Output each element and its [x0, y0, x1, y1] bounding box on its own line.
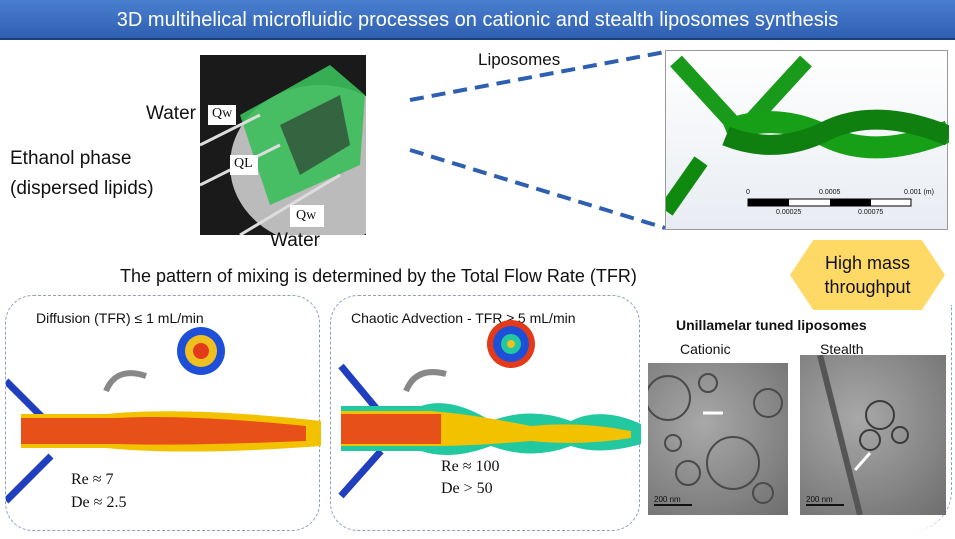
scale-tick-mid: 0.0005 — [819, 189, 841, 196]
liposomes-heading: Unillamelar tuned liposomes — [676, 317, 867, 333]
label-water-bottom: Water — [270, 230, 320, 251]
label-qw-top: Qw — [212, 106, 233, 121]
mixing-subtitle: The pattern of mixing is determined by t… — [120, 266, 637, 286]
label-cationic: Cationic — [680, 341, 731, 357]
zoom-dashed-lines — [409, 50, 666, 230]
helical-channel-cad: 0 0.0005 0.001 (m) 0.00025 0.00075 — [659, 50, 954, 230]
scale-tick-q1: 0.00025 — [776, 209, 802, 216]
cationic-tem-image: 200 nm — [648, 363, 788, 515]
badge-line1: High mass — [824, 253, 911, 273]
scale-tick-0: 0 — [746, 189, 750, 196]
cationic-scale-bar: 200 nm — [654, 495, 692, 506]
device-photo: Qw QL Qw — [200, 55, 366, 235]
badge-line2: throughput — [824, 277, 911, 297]
diffusion-panel: Diffusion (TFR) ≤ 1 mL/min Re ≈ 7 De ≈ 2… — [5, 295, 321, 531]
diffusion-de: De ≈ 2.5 — [71, 494, 127, 511]
label-qw-bottom: Qw — [296, 208, 317, 223]
label-water-top: Water — [146, 103, 196, 124]
chaotic-panel: Chaotic Advection - TFR ≥ 5 mL/min Re ≈ … — [330, 295, 641, 531]
label-stealth: Stealth — [820, 341, 864, 357]
liposomes-panel: Unillamelar tuned liposomes Cationic Ste… — [640, 305, 952, 531]
high-throughput-badge: High mass throughput — [790, 240, 945, 310]
title-banner: 3D multihelical microfluidic processes o… — [0, 0, 955, 40]
label-ql: QL — [234, 156, 253, 171]
chaotic-de: De > 50 — [441, 480, 493, 497]
scale-tick-q3: 0.00075 — [858, 209, 884, 216]
stealth-tem-image: 200 nm — [800, 355, 946, 515]
diffusion-re: Re ≈ 7 — [71, 471, 114, 488]
label-liposomes: Liposomes — [478, 50, 561, 69]
stealth-scale-bar: 200 nm — [806, 495, 844, 506]
label-dispersed-lipids: (dispersed lipids) — [10, 178, 154, 199]
scale-tick-end: 0.001 (m) — [904, 189, 934, 196]
diffusion-heading: Diffusion (TFR) ≤ 1 mL/min — [36, 310, 204, 326]
chaotic-re: Re ≈ 100 — [441, 458, 500, 475]
label-ethanol-phase: Ethanol phase — [10, 148, 132, 169]
